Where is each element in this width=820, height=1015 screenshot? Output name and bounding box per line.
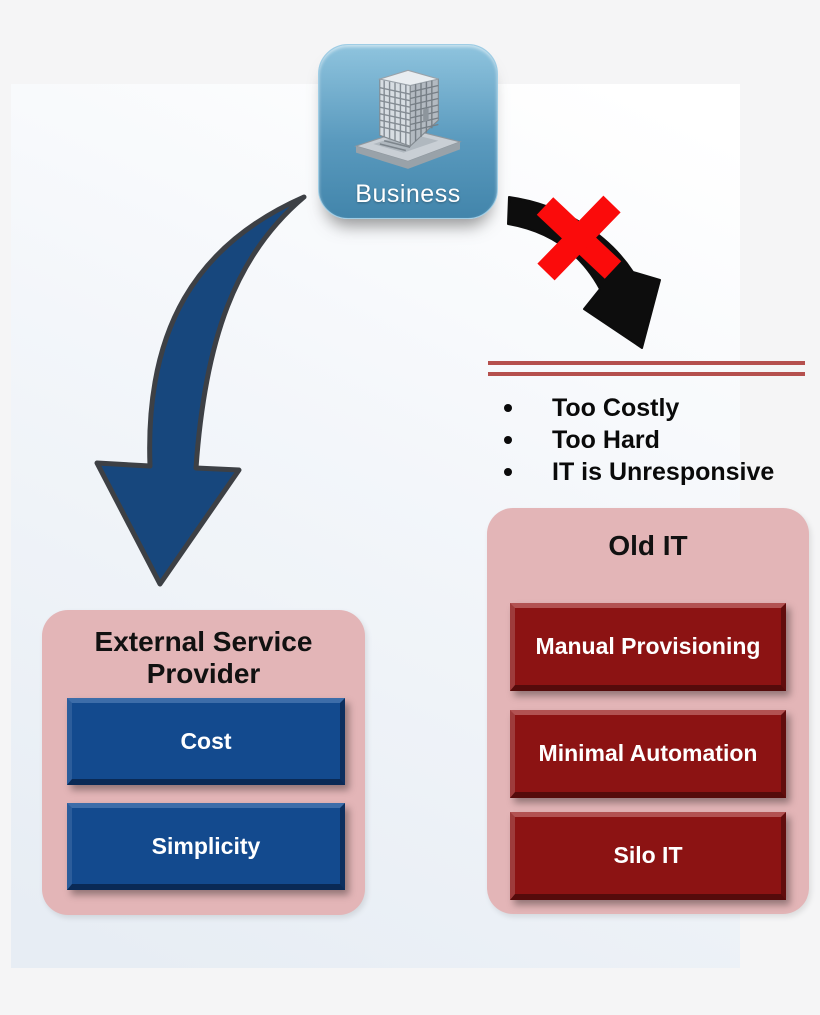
box-label: Manual Provisioning — [535, 633, 761, 659]
issue-text: Too Costly — [552, 394, 680, 422]
double-red-divider-bottom — [488, 372, 805, 376]
old-it-box-silo-it: Silo IT — [510, 812, 786, 900]
double-red-divider-top — [488, 361, 805, 365]
business-label: Business — [355, 180, 461, 208]
bullet-dot-icon — [504, 468, 512, 476]
old-it-box-manual-provisioning: Manual Provisioning — [510, 603, 786, 691]
old-it-box-minimal-automation: Minimal Automation — [510, 710, 786, 798]
business-tile: Business — [318, 44, 498, 219]
issue-text: Too Hard — [552, 426, 660, 454]
box-label: Simplicity — [151, 832, 261, 859]
external-service-provider-title: External Service Provider — [94, 626, 313, 690]
bullet-dot-icon — [504, 436, 512, 444]
box-label: Cost — [180, 727, 232, 754]
issue-text: IT is Unresponsive — [552, 458, 775, 486]
issue-item: Too Hard — [504, 424, 774, 456]
box-label: Minimal Automation — [538, 740, 758, 766]
rejection-issues-list: Too Costly Too Hard IT is Unresponsive — [504, 392, 774, 488]
issue-item: IT is Unresponsive — [504, 456, 774, 488]
bullet-dot-icon — [504, 404, 512, 412]
issue-item: Too Costly — [504, 392, 774, 424]
office-building-icon — [354, 69, 462, 169]
external-service-provider-panel: External Service Provider Cost Simplicit… — [42, 610, 365, 915]
esp-box-cost: Cost — [67, 698, 345, 785]
box-label: Silo IT — [613, 842, 683, 868]
esp-box-simplicity: Simplicity — [67, 803, 345, 890]
old-it-title: Old IT — [608, 530, 688, 561]
old-it-panel: Old IT Manual Provisioning Minimal Autom… — [487, 508, 809, 914]
